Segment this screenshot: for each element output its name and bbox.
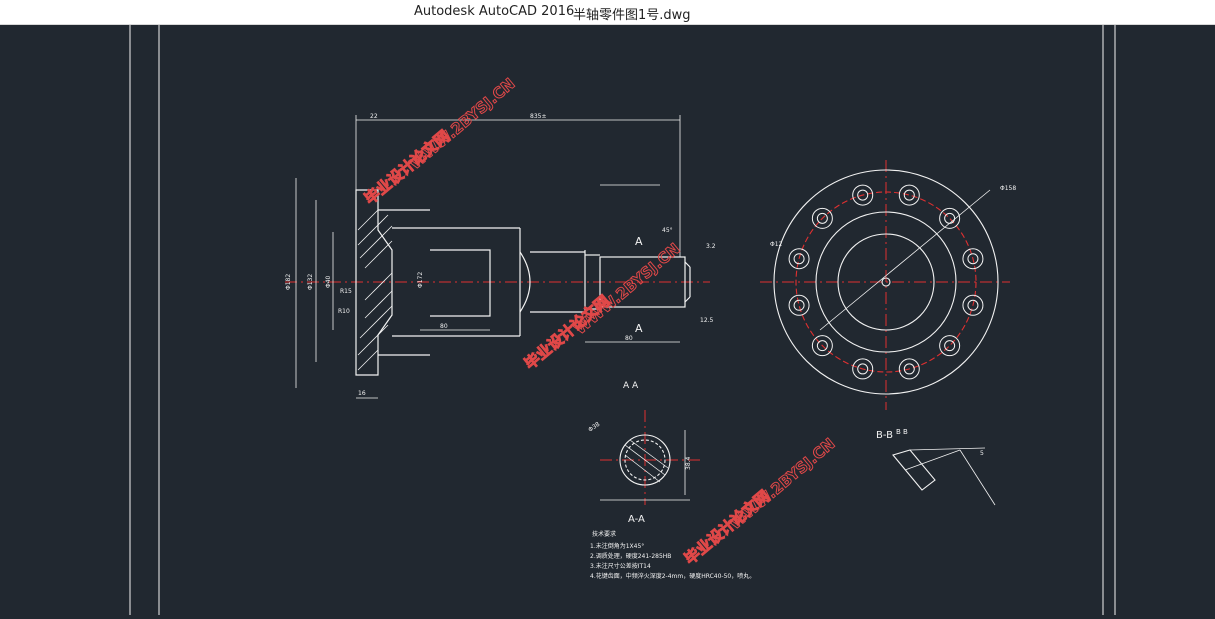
bolt-hole xyxy=(788,248,810,270)
bolt-hole xyxy=(811,335,833,357)
watermark-url-1: WWW.2BYSJ.CN xyxy=(406,75,518,173)
bolt-hole xyxy=(811,207,833,229)
cut-marker-bottom: A xyxy=(635,322,643,335)
section-bb-labels: B-B B B 5 xyxy=(876,428,984,457)
cut-marker-top: A xyxy=(635,235,643,248)
bolt-hole xyxy=(962,248,984,270)
radius-r15: R15 xyxy=(340,288,352,295)
side-view-dims: 22 835± 16 80 80 Φ182 Φ132 Φ40 Φ172 R15 … xyxy=(285,113,716,397)
dim-hole: Φ12 xyxy=(770,241,783,248)
bolt-hole xyxy=(939,207,961,229)
watermarks: 毕业设计论文网 WWW.2BYSJ.CN 毕业设计论文网 WWW.2BYSJ.C… xyxy=(361,74,839,568)
tech-line-1: 1.未注倒角为1X45° xyxy=(590,542,644,550)
bolt-hole-inner xyxy=(967,299,979,311)
dim-vertical-4: Φ172 xyxy=(417,272,424,288)
section-label-aa: A-A xyxy=(628,514,645,525)
view-letters-aa: A A xyxy=(623,381,639,391)
watermark-url-3: WWW.2BYSJ.CN xyxy=(726,435,838,533)
roughness-1: 3.2 xyxy=(706,243,716,250)
bolt-hole-inner xyxy=(903,189,915,201)
dim-bottom-right: 80 xyxy=(625,335,633,342)
dim-bb-1: 5 xyxy=(980,450,984,457)
section-aa-labels: A-A Φ38 38.4 xyxy=(587,421,692,525)
view-letters-bb: B B xyxy=(896,428,908,436)
roughness-2: 12.5 xyxy=(700,317,714,324)
bolt-hole-inner xyxy=(967,253,979,265)
bolt-hole xyxy=(852,358,874,380)
shaft-side-view xyxy=(295,115,691,399)
bolt-hole xyxy=(898,184,920,206)
bolt-holes xyxy=(788,184,984,380)
tech-line-2: 2.调质处理，硬度241-285HB xyxy=(590,552,671,560)
bolt-hole-inner xyxy=(816,212,828,224)
section-label-bb: B-B xyxy=(876,430,893,441)
bolt-hole-inner xyxy=(944,212,956,224)
dim-top-long: 835± xyxy=(530,113,546,120)
end-view-dims: Φ158 Φ12 xyxy=(770,185,1016,248)
tech-line-3: 3.未注尺寸公差按IT14 xyxy=(590,562,651,570)
bolt-hole-inner xyxy=(793,253,805,265)
dim-vertical-1: Φ182 xyxy=(285,274,292,290)
window-titlebar: Autodesk AutoCAD 2016 半轴零件图1号.dwg xyxy=(0,0,1215,25)
app-title: Autodesk AutoCAD 2016 xyxy=(414,4,575,19)
bolt-hole-inner xyxy=(793,299,805,311)
dim-vertical-2: Φ132 xyxy=(307,274,314,290)
bolt-hole-inner xyxy=(944,340,956,352)
dim-right-flange: Φ158 xyxy=(1000,185,1016,192)
bolt-hole-inner xyxy=(857,189,869,201)
bolt-hole xyxy=(939,335,961,357)
radius-r10: R10 xyxy=(338,308,350,315)
dim-spline-2: 38.4 xyxy=(685,456,692,470)
bolt-hole-inner xyxy=(857,363,869,375)
flange-end-view xyxy=(773,169,999,395)
bolt-hole-inner xyxy=(816,340,828,352)
tech-requirements: 技术要求 1.未注倒角为1X45° 2.调质处理，硬度241-285HB 3.未… xyxy=(590,530,755,580)
tech-title: 技术要求 xyxy=(592,530,616,538)
dim-bottom-left: 16 xyxy=(358,390,366,397)
bolt-hole-inner xyxy=(903,363,915,375)
bolt-hole xyxy=(898,358,920,380)
bolt-hole xyxy=(788,294,810,316)
section-bb xyxy=(892,447,996,506)
dim-top-left: 22 xyxy=(370,113,378,120)
dim-bottom-mid: 80 xyxy=(440,323,448,330)
file-title: 半轴零件图1号.dwg xyxy=(573,8,691,23)
dim-spline-1: Φ38 xyxy=(587,421,601,434)
drawing-svg[interactable]: 22 835± 16 80 80 Φ182 Φ132 Φ40 Φ172 R15 … xyxy=(0,25,1215,615)
sheet-frame xyxy=(129,25,1116,615)
tech-line-4: 4.花键齿面，中频淬火深度2-4mm，硬度HRC40-50，喷丸。 xyxy=(590,572,755,580)
dim-vertical-3: Φ40 xyxy=(325,275,332,288)
angle-45: 45° xyxy=(662,227,673,234)
bolt-hole xyxy=(852,184,874,206)
section-aa xyxy=(600,430,690,501)
cut-markers: A A A A xyxy=(623,235,643,391)
bolt-hole xyxy=(962,294,984,316)
drawing-canvas[interactable]: 22 835± 16 80 80 Φ182 Φ132 Φ40 Φ172 R15 … xyxy=(0,25,1215,615)
